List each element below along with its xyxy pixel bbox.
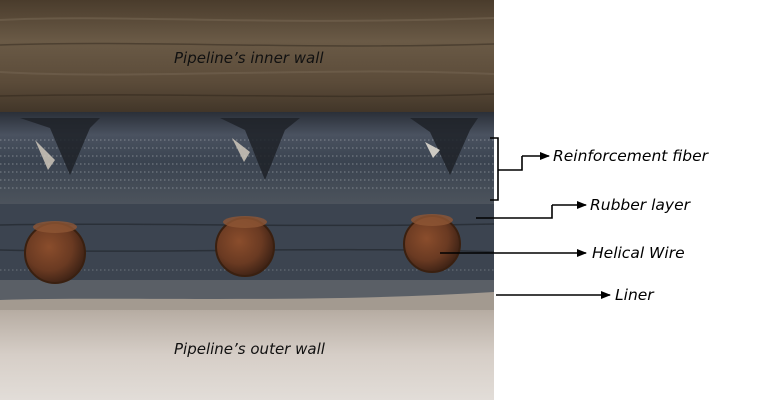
- helical-wire-label: Helical Wire: [592, 244, 685, 262]
- photo: [0, 0, 495, 400]
- liner-label: Liner: [615, 286, 654, 304]
- reinforcement-fiber-label: Reinforcement fiber: [553, 147, 709, 165]
- reinforcement-fiber-connector: [498, 156, 523, 171]
- annotations: [440, 137, 611, 299]
- outer-wall-region: [0, 310, 494, 400]
- reinforcement-fiber-bracket: [490, 137, 499, 201]
- rubber-layer-connector: [476, 205, 553, 219]
- helical-wire-cross-sections: [24, 214, 461, 284]
- outer-wall-label: Pipeline’s outer wall: [174, 340, 325, 358]
- inner-wall-label: Pipeline’s inner wall: [174, 49, 324, 67]
- rubber-layer-label: Rubber layer: [590, 196, 690, 214]
